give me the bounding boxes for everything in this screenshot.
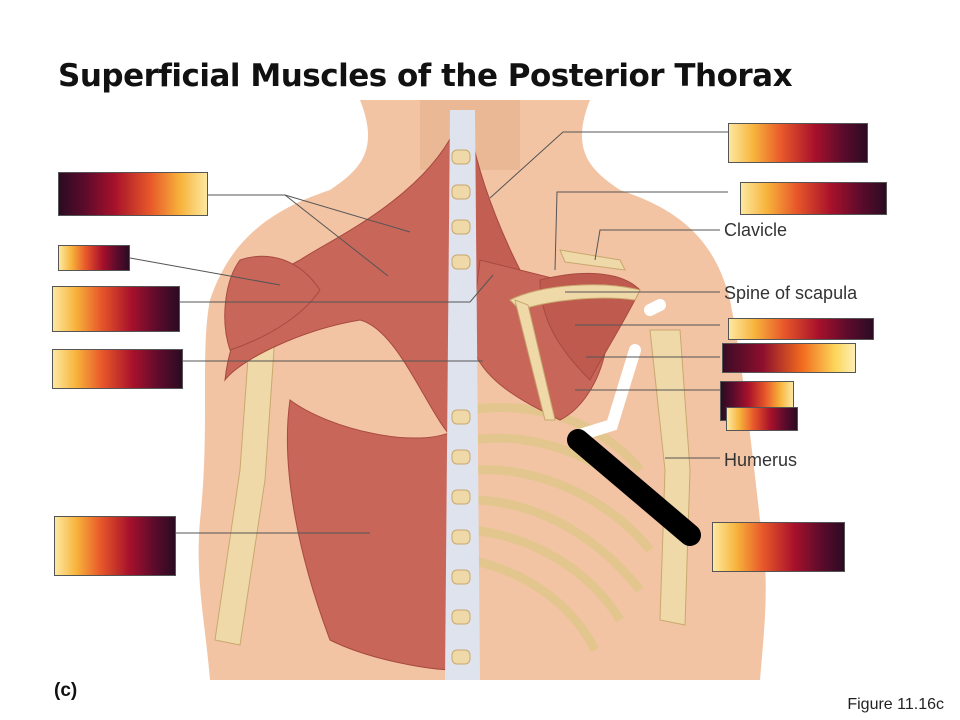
black-marker-stroke	[567, 429, 701, 546]
figure-caption: Figure 11.16c	[847, 696, 944, 713]
leader-lines	[129, 131, 728, 534]
panel-label: (c)	[54, 680, 78, 701]
hidden-label-supraspinatus	[740, 182, 887, 215]
vertebral-column	[445, 110, 480, 680]
arm-bones	[214, 329, 691, 646]
label-spine-of-scapula: Spine of scapula	[724, 283, 858, 303]
hidden-label-trapezius	[58, 172, 208, 216]
hidden-label-rhomboid-major	[52, 349, 183, 389]
hidden-label-lower-arm	[712, 522, 845, 572]
hidden-label-infraspinatus	[728, 318, 874, 340]
hidden-label-triceps	[726, 407, 798, 431]
hidden-label-teres-minor	[722, 343, 856, 373]
label-clavicle: Clavicle	[724, 220, 788, 240]
label-humerus: Humerus	[724, 450, 798, 470]
hidden-label-levator-scapulae	[728, 123, 868, 163]
hidden-label-deltoid	[58, 245, 130, 271]
white-marker-stroke	[574, 299, 666, 441]
hidden-label-latissimus-dorsi	[54, 516, 176, 576]
scapula-clavicle	[509, 249, 641, 421]
hidden-label-rhomboid-minor	[52, 286, 180, 332]
page-title: Superficial Muscles of the Posterior Tho…	[58, 58, 793, 94]
